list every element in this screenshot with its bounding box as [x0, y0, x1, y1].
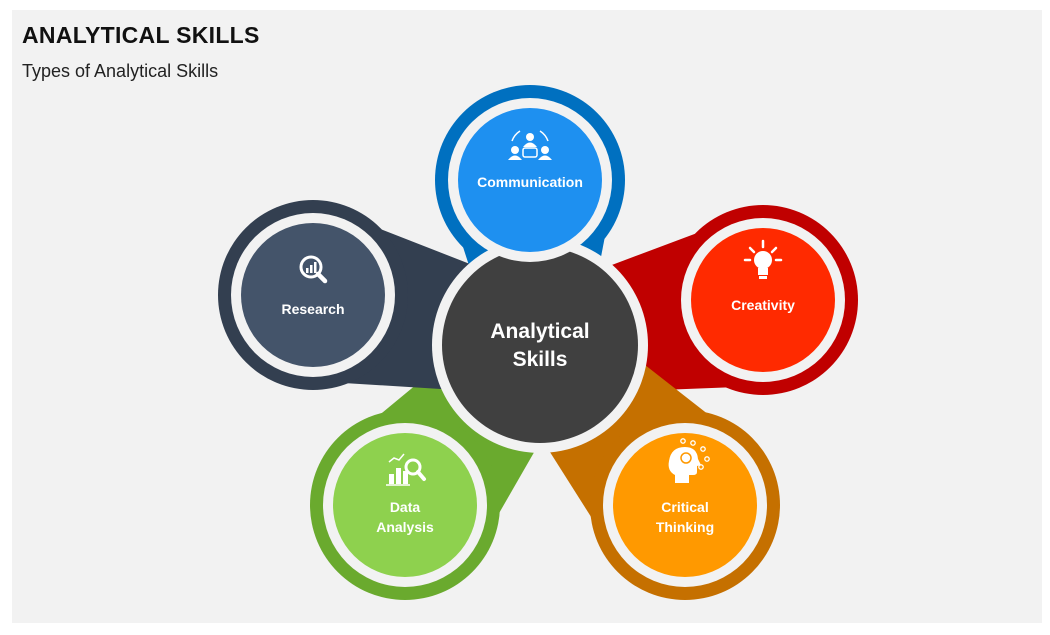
critical-thinking-circle: [613, 433, 757, 577]
data-analysis-label-line1: Data: [390, 499, 421, 515]
research-circle: [241, 223, 385, 367]
research-node: Research: [231, 213, 395, 377]
center-circle: [442, 247, 638, 443]
critical-thinking-label-line1: Critical: [661, 499, 708, 515]
communication-icon: [508, 130, 552, 160]
center-label-line2: Skills: [513, 348, 568, 371]
creativity-circle: [691, 228, 835, 372]
research-label: Research: [281, 301, 344, 317]
center-hub: Analytical Skills: [432, 237, 648, 453]
magnifier-chart-icon: [299, 255, 328, 284]
communication-circle: [458, 108, 602, 252]
slide-title: ANALYTICAL SKILLS: [22, 22, 260, 48]
creativity-label: Creativity: [731, 297, 795, 313]
data-analysis-circle: [333, 433, 477, 577]
critical-thinking-label-line2: Thinking: [656, 519, 714, 535]
chart-magnifier-icon: [386, 453, 426, 486]
brain-head-icon: [668, 438, 710, 483]
lightbulb-icon: [743, 239, 783, 279]
slide-subtitle: Types of Analytical Skills: [22, 61, 219, 81]
communication-node: Communication: [448, 98, 612, 262]
data-analysis-label-line2: Analysis: [376, 519, 434, 535]
communication-label: Communication: [477, 174, 583, 190]
center-label-line1: Analytical: [490, 320, 589, 343]
creativity-node: Creativity: [681, 218, 845, 382]
